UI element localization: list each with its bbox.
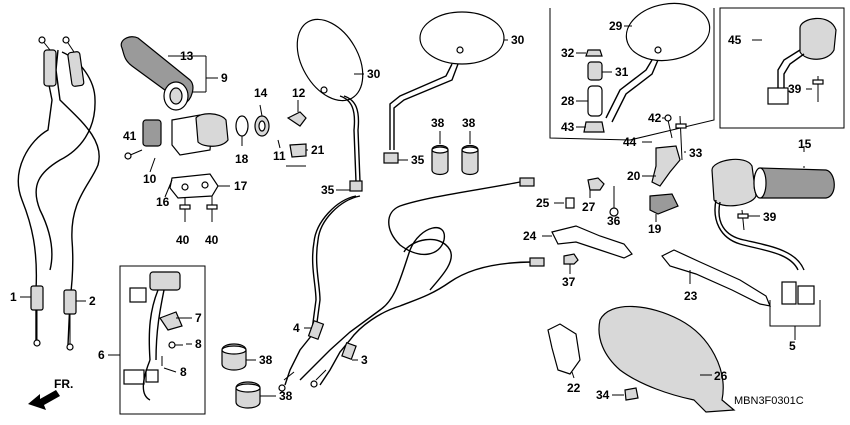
label-29: 29 bbox=[609, 19, 623, 33]
hand-guard bbox=[547, 305, 736, 413]
label-15a: 15 bbox=[798, 137, 812, 151]
label-8b: 8 bbox=[180, 365, 187, 379]
label-45: 45 bbox=[728, 33, 742, 47]
label-5: 5 bbox=[789, 339, 796, 353]
clutch-lever bbox=[661, 249, 771, 307]
label-42: 42 bbox=[648, 111, 662, 125]
label-33: 33 bbox=[689, 146, 703, 160]
label-19: 19 bbox=[648, 222, 662, 236]
label-14: 14 bbox=[254, 86, 268, 100]
label-22: 22 bbox=[567, 381, 581, 395]
label-16: 16 bbox=[156, 195, 170, 209]
label-2: 2 bbox=[89, 294, 96, 308]
label-36: 36 bbox=[607, 214, 621, 228]
label-35b: 35 bbox=[411, 153, 425, 167]
label-9: 9 bbox=[221, 71, 228, 85]
label-44: 44 bbox=[623, 135, 637, 149]
label-1: 1 bbox=[10, 290, 17, 304]
label-41: 41 bbox=[123, 129, 137, 143]
label-27: 27 bbox=[582, 200, 596, 214]
label-38c: 38 bbox=[259, 353, 273, 367]
left-mirror bbox=[296, 18, 364, 192]
label-7: 7 bbox=[195, 311, 202, 325]
label-40b: 40 bbox=[205, 233, 219, 247]
clamps-top bbox=[431, 144, 479, 176]
right-mirror bbox=[383, 11, 505, 164]
label-12: 12 bbox=[292, 86, 306, 100]
right-grip-assembly bbox=[711, 158, 835, 305]
label-30b: 30 bbox=[511, 33, 525, 47]
brake-lever-parts bbox=[551, 114, 687, 265]
throttle-cables bbox=[17, 36, 100, 351]
label-4: 4 bbox=[293, 321, 300, 335]
label-24: 24 bbox=[523, 229, 537, 243]
label-35a: 35 bbox=[321, 183, 335, 197]
switch-harness bbox=[123, 271, 183, 401]
label-28: 28 bbox=[561, 94, 575, 108]
front-direction-arrow bbox=[28, 390, 60, 410]
diagram-code: MBN3F0301C bbox=[734, 395, 804, 407]
label-40a: 40 bbox=[176, 233, 190, 247]
label-31: 31 bbox=[615, 65, 629, 79]
label-38a: 38 bbox=[431, 116, 445, 130]
direction-label: FR. bbox=[54, 377, 73, 391]
label-39a: 39 bbox=[788, 82, 802, 96]
label-34: 34 bbox=[596, 388, 610, 402]
label-25: 25 bbox=[536, 196, 550, 210]
throttle-housing bbox=[124, 111, 307, 222]
label-43: 43 bbox=[561, 120, 575, 134]
mirror-pivot-parts bbox=[583, 2, 711, 133]
label-6: 6 bbox=[98, 348, 105, 362]
label-17: 17 bbox=[234, 179, 248, 193]
label-10: 10 bbox=[143, 172, 157, 186]
label-21: 21 bbox=[311, 143, 325, 157]
label-23: 23 bbox=[684, 289, 698, 303]
label-32: 32 bbox=[561, 46, 575, 60]
label-13: 13 bbox=[180, 49, 194, 63]
label-8a: 8 bbox=[195, 337, 202, 351]
right-switch-housing bbox=[767, 17, 837, 105]
label-18: 18 bbox=[235, 152, 249, 166]
label-39b: 39 bbox=[763, 210, 777, 224]
label-26: 26 bbox=[714, 369, 728, 383]
throttle-grip bbox=[120, 36, 194, 111]
label-38d: 38 bbox=[279, 389, 293, 403]
clutch-cables bbox=[278, 177, 545, 392]
label-3: 3 bbox=[361, 353, 368, 367]
label-37: 37 bbox=[562, 275, 576, 289]
label-20: 20 bbox=[627, 169, 641, 183]
label-11: 11 bbox=[273, 149, 286, 163]
label-38b: 38 bbox=[462, 116, 476, 130]
clamps-bottom bbox=[221, 343, 261, 409]
label-30a: 30 bbox=[367, 67, 381, 81]
